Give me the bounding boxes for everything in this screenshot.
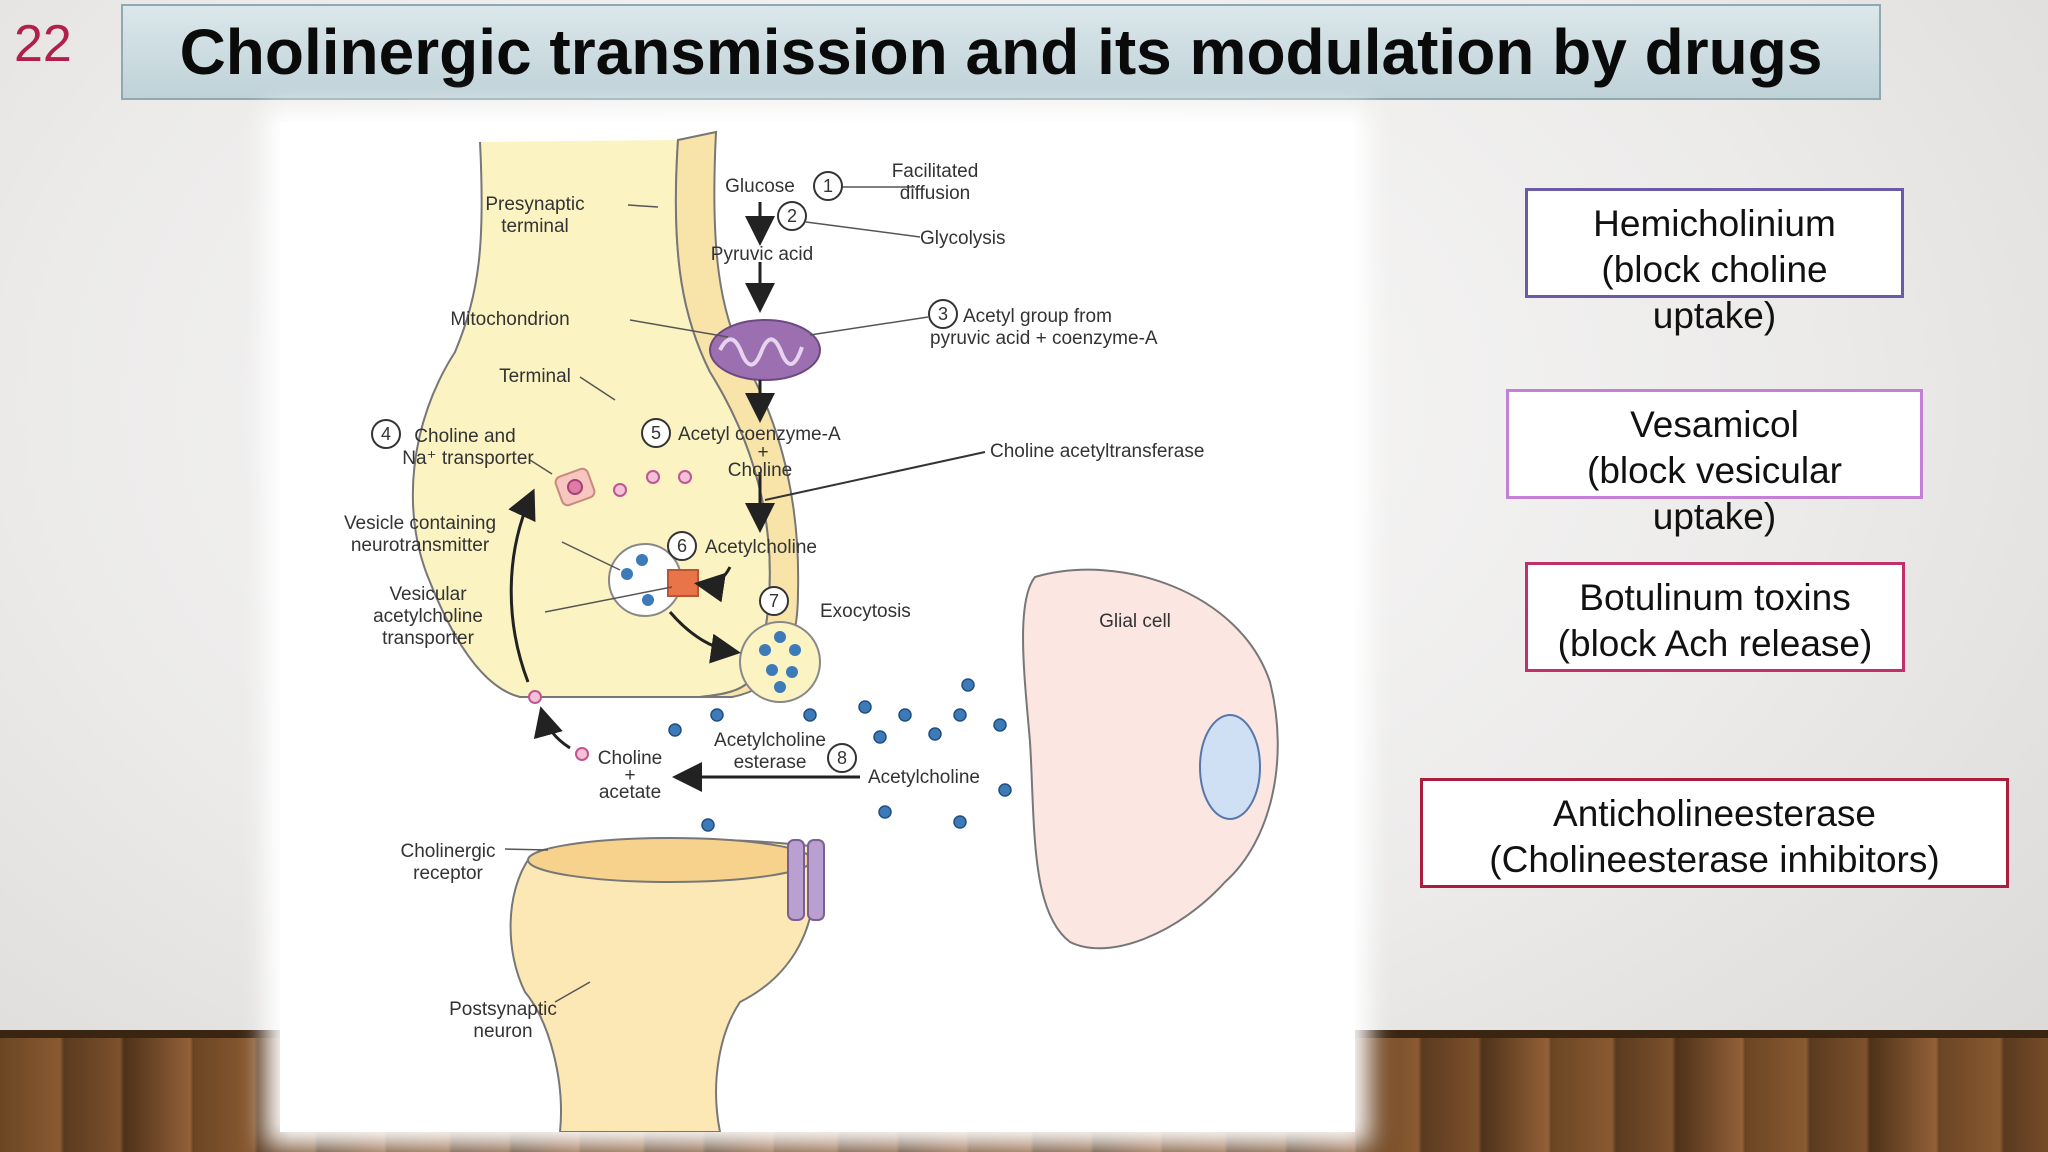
drug-box-anticholinesterase: Anticholineesterase (Cholineesterase inh… [1420, 778, 2009, 888]
step-6-label: 6 [677, 536, 687, 556]
label-mitochondrion: Mitochondrion [450, 309, 569, 330]
glial-nucleus [1199, 714, 1261, 820]
mitochondrion-icon [709, 319, 821, 381]
label-choline-acetate-3: acetate [599, 782, 661, 803]
label-choline-transporter-1: Choline and [414, 426, 515, 447]
drug-box-hemicholinium: Hemicholinium (block choline uptake) [1525, 188, 1904, 336]
drug-name: Vesamicol [1630, 404, 1799, 445]
postsynaptic-neuron-shape [509, 838, 816, 1132]
drug-action: (Cholineesterase inhibitors) [1489, 839, 1940, 880]
step-markers [371, 171, 958, 773]
label-presynaptic-2: terminal [501, 216, 569, 237]
label-ache-1: Acetylcholine [714, 730, 826, 751]
cholinergic-synapse-diagram: 1 2 3 4 5 6 7 8 Presynaptic terminal Glu… [344, 130, 1279, 1132]
synapse-figure: 1 2 3 4 5 6 7 8 Presynaptic terminal Glu… [280, 122, 1355, 1132]
label-acetylcholine: Acetylcholine [705, 537, 817, 558]
glial-cell-shape [1022, 568, 1279, 950]
label-postsynaptic-1: Postsynaptic [449, 999, 557, 1020]
label-vesicle-1: Vesicle containing [344, 513, 496, 534]
label-plus-1: + [757, 442, 768, 463]
label-ache-2: esterase [734, 752, 807, 773]
label-vat-3: transporter [382, 628, 475, 649]
drug-action: uptake) [1652, 295, 1777, 336]
choline-transporter-icon [554, 467, 596, 507]
drug-name: Botulinum toxins [1579, 577, 1851, 618]
slide-title: Cholinergic transmission and its modulat… [179, 16, 1823, 88]
postsynaptic-membrane-top [527, 837, 813, 883]
drug-name: Anticholineesterase [1553, 793, 1876, 834]
drug-action: (block choline [1601, 249, 1828, 290]
step-8-label: 8 [837, 748, 847, 768]
label-vat-2: acetylcholine [373, 606, 483, 627]
label-facilitated-diffusion-2: diffusion [900, 183, 970, 204]
label-glucose: Glucose [725, 176, 795, 197]
label-choline: Choline [728, 460, 792, 481]
label-cholinergic-receptor-2: receptor [413, 863, 483, 884]
drug-action: (block vesicular [1587, 450, 1842, 491]
acetylcholine-molecules [668, 678, 1012, 832]
label-acetylcholine-cleft: Acetylcholine [868, 767, 980, 788]
label-acetyl-group-1: Acetyl group from [963, 306, 1112, 327]
label-choline-acetate-1: Choline [598, 748, 662, 769]
step-5-label: 5 [651, 423, 661, 443]
label-acetyl-group-2: pyruvic acid + coenzyme-A [930, 328, 1158, 349]
title-banner: Cholinergic transmission and its modulat… [121, 4, 1881, 100]
label-cholinergic-receptor-1: Cholinergic [400, 841, 495, 862]
label-choline-acetate-2: + [624, 765, 635, 786]
vesicular-ach-transporter-icon [667, 569, 699, 597]
label-presynaptic-1: Presynaptic [485, 194, 584, 215]
step-3-label: 3 [938, 304, 948, 324]
label-vat-1: Vesicular [389, 584, 467, 605]
label-facilitated-diffusion-1: Facilitated [892, 161, 979, 182]
drug-box-botulinum: Botulinum toxins (block Ach release) [1525, 562, 1905, 672]
label-acetyl-coa: Acetyl coenzyme-A [678, 424, 841, 445]
step-1-label: 1 [823, 176, 833, 196]
drug-action: (block Ach release) [1557, 623, 1873, 664]
drug-action: uptake) [1652, 496, 1777, 537]
drug-box-vesamicol: Vesamicol (block vesicular uptake) [1506, 389, 1923, 537]
label-choline-acetyltransferase: Choline acetyltransferase [990, 441, 1204, 462]
cholinergic-receptor-icon [787, 839, 825, 921]
step-4-label: 4 [381, 424, 391, 444]
label-pyruvic-acid: Pyruvic acid [711, 244, 813, 265]
exocytosis-vesicle-icon [739, 621, 821, 703]
label-terminal: Terminal [499, 366, 571, 387]
label-choline-transporter-2: Na⁺ transporter [402, 448, 534, 469]
label-glycolysis: Glycolysis [920, 228, 1006, 249]
step-2-label: 2 [787, 206, 797, 226]
label-exocytosis: Exocytosis [820, 601, 911, 622]
label-glial-cell: Glial cell [1099, 611, 1171, 632]
step-7-label: 7 [769, 591, 779, 611]
drug-name: Hemicholinium [1593, 203, 1836, 244]
slide-number: 22 [14, 15, 72, 73]
label-postsynaptic-2: neuron [473, 1021, 532, 1042]
label-vesicle-2: neurotransmitter [351, 535, 490, 556]
vesicle-icon [608, 543, 699, 617]
